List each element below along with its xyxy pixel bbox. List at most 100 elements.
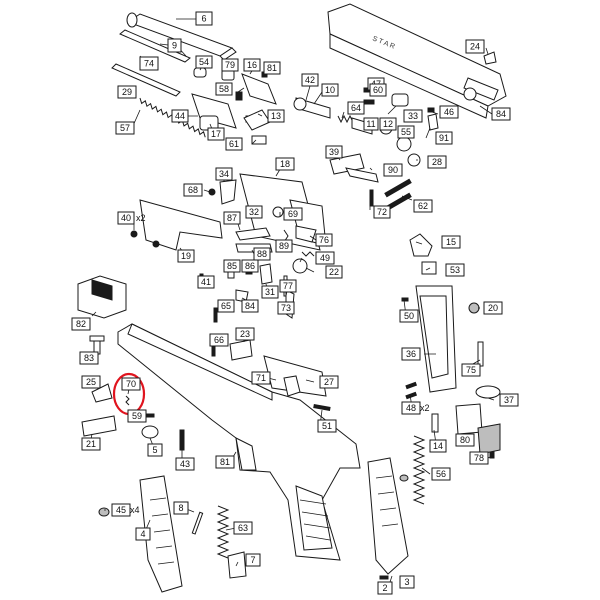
callout-89: 89	[275, 239, 293, 253]
part-13	[243, 109, 271, 131]
callout-45: 45	[111, 503, 131, 517]
svg-text:83: 83	[84, 353, 94, 363]
callout-41: 41	[197, 275, 215, 289]
svg-text:3: 3	[404, 577, 409, 587]
svg-text:39: 39	[329, 147, 339, 157]
svg-text:24: 24	[470, 42, 480, 52]
svg-text:91: 91	[439, 133, 449, 143]
svg-text:60: 60	[373, 85, 383, 95]
part-70-spring	[125, 395, 130, 406]
callout-79: 79	[221, 58, 239, 72]
svg-text:20: 20	[488, 303, 498, 313]
callout-64: 64	[347, 101, 365, 115]
callout-80: 80	[455, 433, 475, 447]
callout-70: 70	[121, 377, 141, 391]
callout-76: 76	[315, 233, 333, 247]
callout-53: 53	[445, 263, 465, 277]
svg-text:74: 74	[144, 59, 154, 69]
part-25	[91, 383, 113, 403]
qty-45: x4	[130, 505, 140, 515]
callout-90: 90	[383, 163, 403, 177]
callout-19: 19	[177, 249, 195, 263]
callout-21: 21	[81, 437, 101, 451]
part-51	[313, 404, 331, 411]
callout-91: 91	[435, 131, 453, 145]
callout-62: 62	[413, 199, 433, 213]
qty-48: x2	[420, 403, 430, 413]
svg-text:9: 9	[172, 41, 177, 51]
svg-text:44: 44	[175, 111, 185, 121]
svg-text:79: 79	[225, 60, 235, 70]
svg-text:42: 42	[305, 75, 315, 85]
svg-text:27: 27	[324, 377, 334, 387]
svg-text:75: 75	[466, 365, 476, 375]
svg-text:32: 32	[249, 207, 259, 217]
svg-text:40: 40	[121, 213, 131, 223]
svg-text:12: 12	[383, 119, 393, 129]
callout-50: 50	[399, 309, 419, 323]
callout-29: 29	[117, 85, 137, 99]
callout-2: 2	[377, 581, 393, 595]
part-39-90	[329, 153, 379, 183]
callout-46: 46	[439, 105, 459, 119]
svg-text:x2: x2	[136, 213, 146, 223]
callout-23: 23	[235, 327, 255, 341]
svg-text:61: 61	[229, 139, 239, 149]
part-5	[141, 425, 159, 439]
callout-71: 71	[251, 371, 271, 385]
callout-56: 56	[431, 467, 451, 481]
callout-31: 31	[261, 285, 279, 299]
svg-text:85: 85	[227, 261, 237, 271]
callout-81-frame: 81	[215, 455, 235, 469]
callout-32: 32	[245, 205, 263, 219]
callout-28: 28	[427, 155, 447, 169]
svg-text:68: 68	[188, 185, 198, 195]
svg-text:36: 36	[406, 349, 416, 359]
callout-16: 16	[243, 58, 261, 72]
svg-text:62: 62	[418, 201, 428, 211]
callout-78: 78	[469, 451, 489, 465]
grip-part-4	[139, 475, 183, 593]
callout-73: 73	[277, 301, 295, 315]
svg-text:73: 73	[281, 303, 291, 313]
callout-48: 48	[401, 401, 421, 415]
svg-text:37: 37	[504, 395, 514, 405]
grip-part-3	[367, 457, 409, 575]
callout-6: 6	[195, 11, 213, 26]
part-91	[427, 113, 439, 131]
part-82-block	[77, 275, 127, 319]
svg-text:17: 17	[211, 129, 221, 139]
callout-51: 51	[317, 419, 337, 433]
callout-39: 39	[325, 145, 343, 159]
callout-84-small: 84	[241, 299, 259, 313]
svg-text:48: 48	[406, 403, 416, 413]
part-14	[431, 413, 439, 433]
svg-text:53: 53	[450, 265, 460, 275]
callout-66: 66	[209, 333, 229, 347]
callout-12: 12	[379, 117, 397, 131]
svg-text:29: 29	[122, 87, 132, 97]
part-15	[409, 233, 433, 257]
svg-text:19: 19	[181, 251, 191, 261]
part-53	[421, 261, 437, 275]
svg-text:64: 64	[351, 103, 361, 113]
svg-text:71: 71	[256, 373, 266, 383]
callout-84: 84	[491, 107, 511, 121]
magazine-spring-part-56	[412, 435, 426, 505]
callout-74: 74	[139, 56, 159, 71]
callout-40: 40	[117, 211, 135, 225]
svg-text:81: 81	[267, 63, 277, 73]
callout-42: 42	[301, 73, 319, 87]
svg-text:84: 84	[245, 301, 255, 311]
svg-text:7: 7	[250, 555, 255, 565]
svg-text:70: 70	[126, 379, 136, 389]
callout-13: 13	[267, 109, 285, 123]
svg-text:15: 15	[446, 237, 456, 247]
callout-8: 8	[173, 501, 189, 515]
svg-text:4: 4	[140, 529, 145, 539]
callout-63: 63	[233, 521, 253, 535]
callout-17: 17	[207, 127, 225, 141]
callout-3: 3	[399, 575, 415, 589]
svg-text:25: 25	[86, 377, 96, 387]
